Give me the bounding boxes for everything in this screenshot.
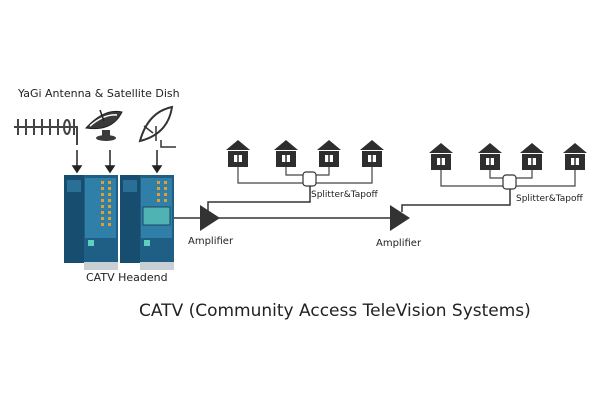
splitter-2-label: Splitter&Tapoff [516, 194, 583, 204]
trunk-cable [174, 185, 511, 219]
house-icon [520, 143, 544, 170]
amplifier-1-label: Amplifier [188, 236, 234, 247]
yagi-antenna-icon [14, 119, 78, 145]
satellite-dish-icon [138, 105, 176, 148]
headend-label: CATV Headend [86, 271, 168, 284]
branch-2-drops [440, 170, 576, 187]
feed-arrows [71, 150, 163, 174]
splitter-1-label: Splitter&Tapoff [311, 190, 378, 200]
headend-rack-icon [64, 175, 118, 270]
branch-1-drops [237, 167, 373, 184]
antenna-label: YaGi Antenna & Satellite Dish [17, 87, 180, 100]
diagram-title: CATV (Community Access TeleVision System… [139, 301, 531, 321]
house-icon [317, 140, 341, 167]
splitter-icon [302, 171, 317, 187]
house-icon [429, 143, 453, 170]
splitter-icon [502, 174, 517, 190]
amplifier-icon [200, 205, 220, 231]
house-icon [478, 143, 502, 170]
house-icon [360, 140, 384, 167]
headend-rack-icon [120, 175, 174, 270]
house-icon [274, 140, 298, 167]
house-icon [226, 140, 250, 167]
house-icon [563, 143, 587, 170]
amplifier-2-label: Amplifier [376, 238, 422, 249]
satellite-dish-icon [85, 109, 123, 141]
amplifier-icon [390, 205, 410, 231]
